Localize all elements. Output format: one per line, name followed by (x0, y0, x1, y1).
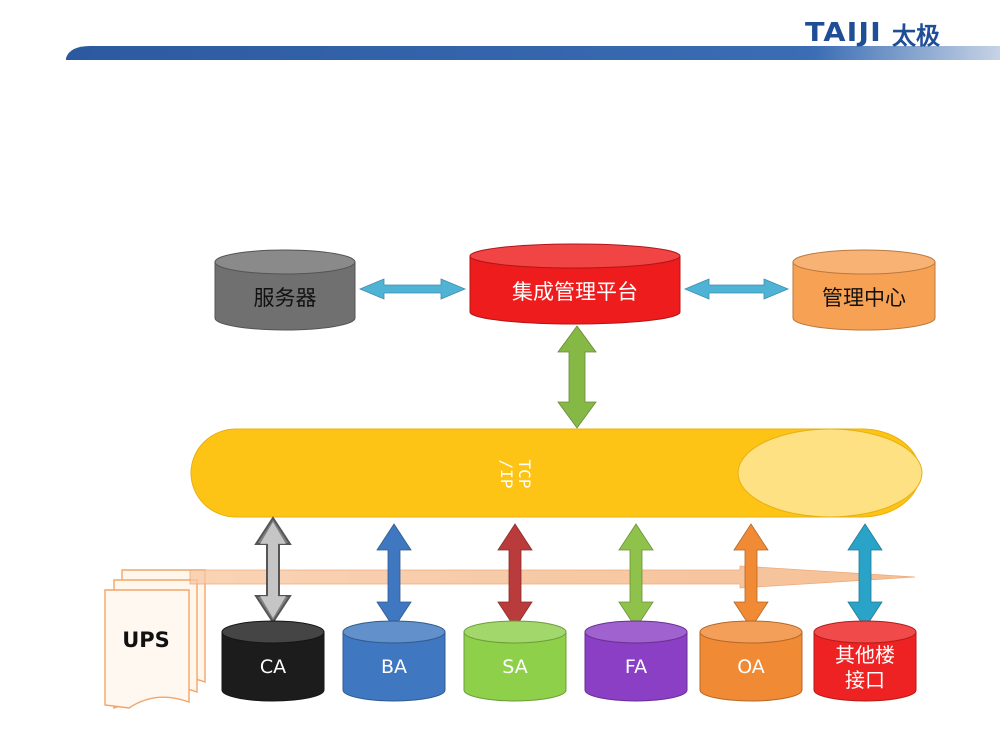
platform-label: 集成管理平台 (512, 279, 638, 304)
subsystem-ca (221, 620, 325, 702)
ups-label: UPS (122, 627, 170, 652)
arrow-shape (683, 278, 790, 300)
server-node (214, 249, 356, 331)
cylinder-body (792, 261, 936, 331)
arrow-platform-center (683, 278, 790, 300)
arrow-platform-bus (557, 325, 597, 429)
cylinder-top (469, 243, 681, 269)
subsystem-label-oa: OA (737, 656, 765, 679)
cylinder-body (214, 261, 356, 331)
taiji-logo: TAIJI 太极 (805, 16, 940, 50)
bus-end-cap (737, 428, 923, 518)
header-bar (66, 46, 1000, 60)
logo-chinese: 太极 (892, 21, 940, 50)
cylinder-top (792, 249, 936, 275)
tcpip-bus (190, 428, 923, 518)
bus-label-line2: /IP (497, 459, 516, 489)
cylinder-body (221, 631, 325, 702)
cylinder-top (342, 620, 446, 644)
bus-label: TCP /IP (494, 419, 536, 529)
cylinder-body (463, 631, 567, 702)
arrow-shape (557, 325, 597, 429)
cylinder-top (699, 620, 803, 644)
logo-mark: TAIJI (805, 18, 882, 48)
bus-label-line1: TCP (514, 459, 534, 489)
subsystem-other (813, 620, 917, 702)
subsystem-cylinders (221, 620, 917, 702)
subsystem-fa (584, 620, 688, 702)
cylinder-top (813, 620, 917, 644)
platform-node (469, 243, 681, 325)
subsystem-label-other: 其他楼 接口 (835, 643, 895, 692)
cylinder-body (813, 631, 917, 702)
ups-link-beam (189, 565, 916, 589)
arrow-server-platform (358, 278, 467, 300)
ups-document-stack (104, 569, 206, 709)
arrow-highlight (260, 522, 286, 618)
cylinder-top (221, 620, 325, 644)
cylinder-body (584, 631, 688, 702)
subsystem-arrows (254, 516, 883, 629)
cylinder-body (699, 631, 803, 702)
subsystem-oa (699, 620, 803, 702)
cylinder-body (342, 631, 446, 702)
subsystem-label-ca: CA (259, 656, 287, 679)
cylinder-body (469, 255, 681, 325)
subsystem-ba (342, 620, 446, 702)
cylinder-top (463, 620, 567, 644)
cylinder-top (584, 620, 688, 644)
subsystem-sa (463, 620, 567, 702)
center-label: 管理中心 (822, 285, 906, 310)
center-node (792, 249, 936, 331)
server-label: 服务器 (253, 285, 317, 310)
cylinder-top (214, 249, 356, 275)
subsystem-label-ba: BA (380, 656, 408, 679)
subsystem-label-fa: FA (624, 656, 648, 679)
subsystem-label-sa: SA (502, 656, 528, 679)
arrow-shape (358, 278, 467, 300)
